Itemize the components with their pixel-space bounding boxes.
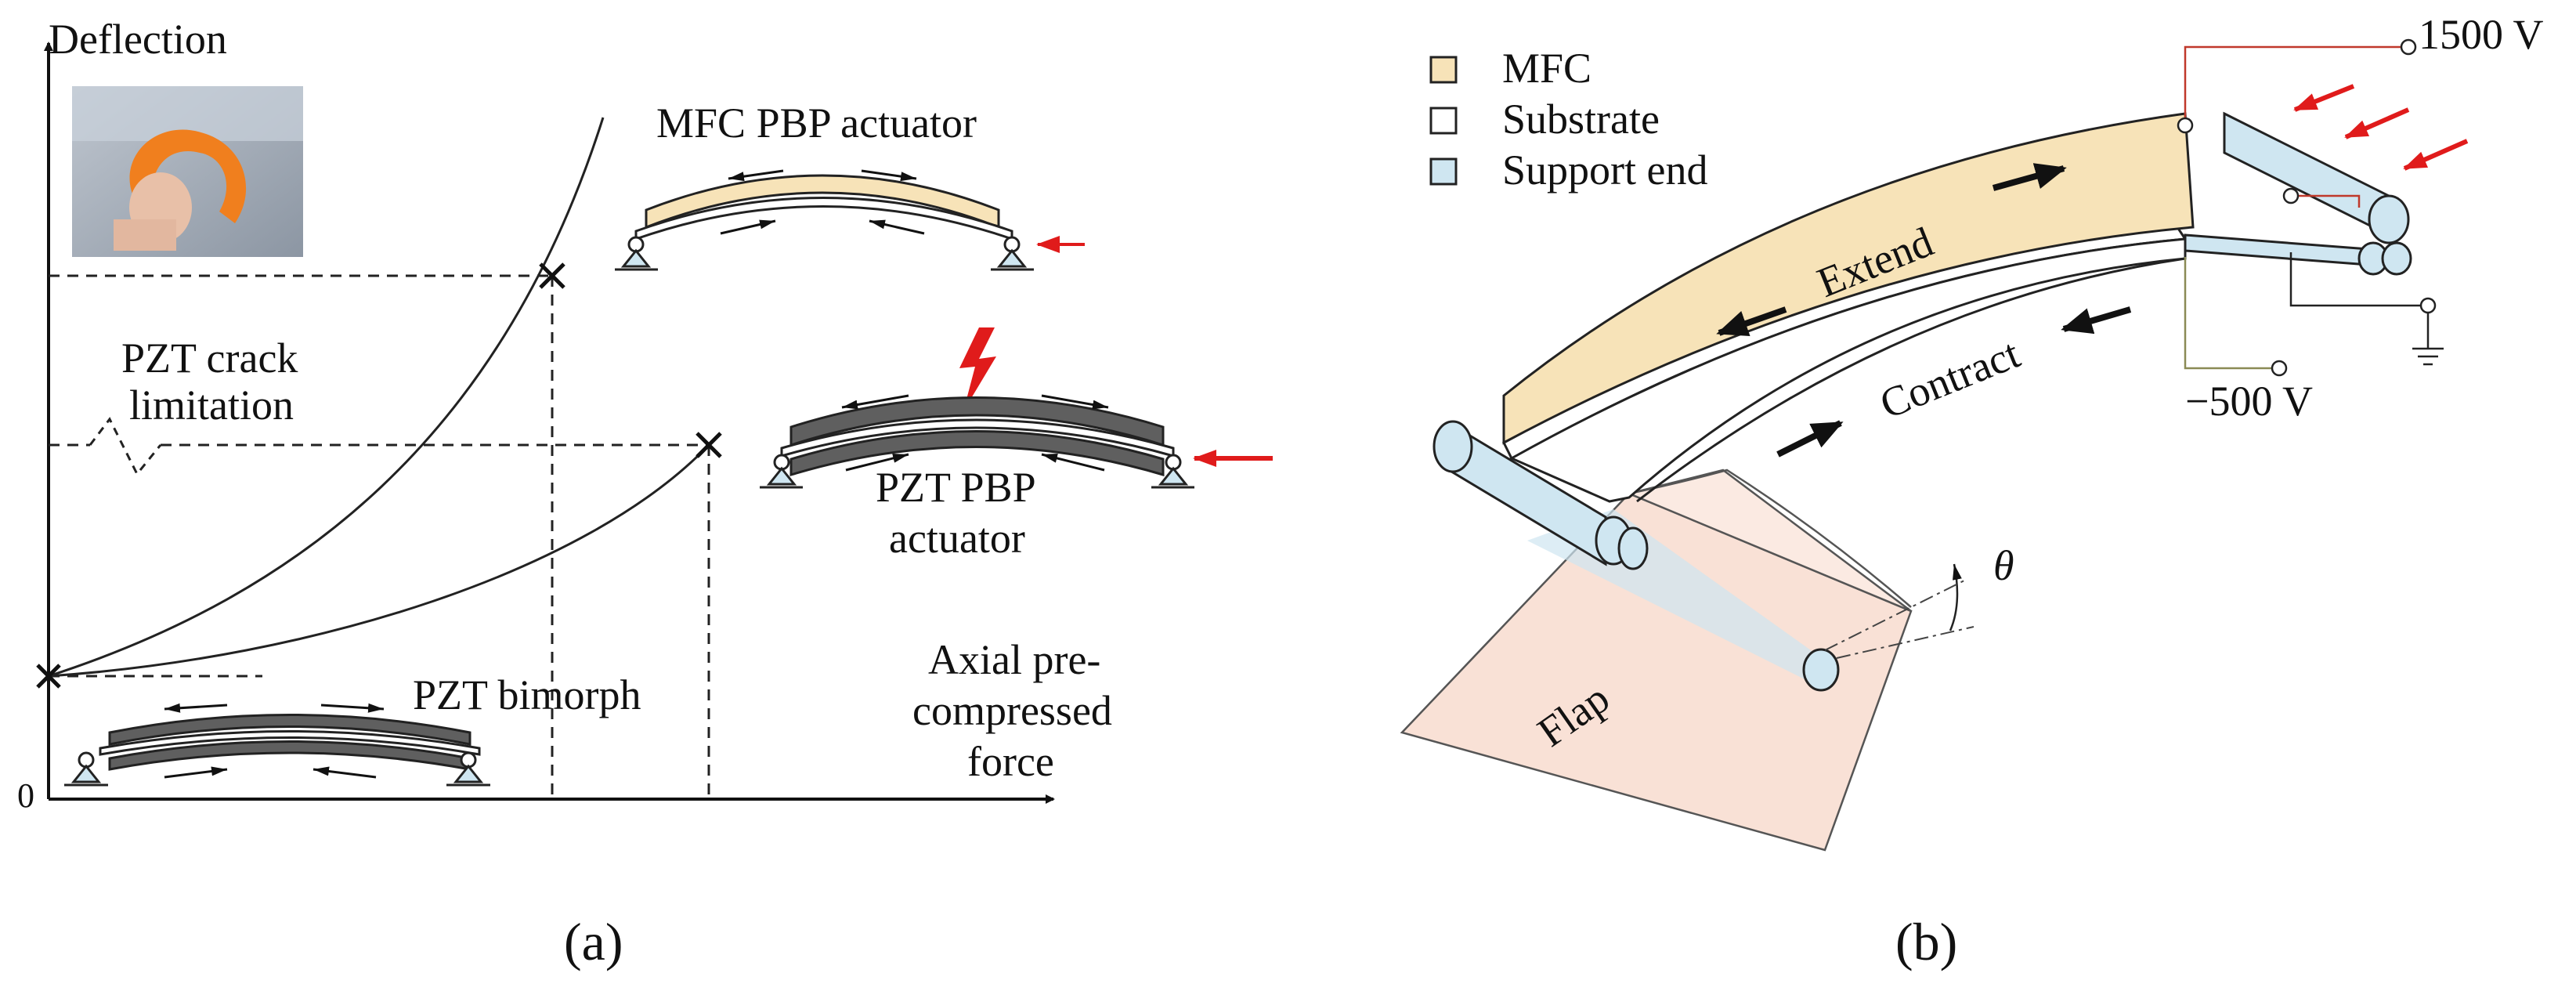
wiring bbox=[2184, 45, 2444, 370]
legend-swatch-support-end bbox=[1429, 157, 1458, 186]
panel-a: Deflection 0 MFC PB bbox=[17, 16, 1273, 971]
legend-label-support-end: Support end bbox=[1502, 147, 1708, 194]
pzt-pbp-label-line1: PZT PBP bbox=[876, 464, 1036, 511]
mfc-pbp-actuator bbox=[615, 169, 1085, 271]
panel-b: MFC Substrate Support end Flap θ bbox=[1400, 11, 2544, 971]
x-axis-label-line2: compressed bbox=[912, 687, 1112, 734]
contract-arrow-right bbox=[2061, 306, 2132, 335]
angle-label: θ bbox=[1993, 542, 2014, 589]
terminals bbox=[2177, 38, 2437, 377]
extend-arrow-right bbox=[1992, 163, 2067, 191]
mfc-product-photo bbox=[72, 86, 303, 257]
legend: MFC Substrate Support end bbox=[1429, 45, 1708, 194]
extend-arrow-left bbox=[1716, 306, 1787, 337]
x-axis-label-line3: force bbox=[967, 738, 1054, 785]
legend-label-substrate: Substrate bbox=[1502, 96, 1660, 143]
pzt-pbp-curve bbox=[48, 443, 710, 678]
x-axis-label-line1: Axial pre- bbox=[928, 636, 1100, 683]
crack-break-symbol bbox=[89, 417, 162, 476]
left-support bbox=[1433, 420, 1649, 570]
x-markers bbox=[36, 262, 722, 689]
voltage-high-label: 1500 V bbox=[2419, 11, 2544, 58]
guide-lines bbox=[49, 274, 710, 799]
bimorph-label: PZT bimorph bbox=[413, 671, 641, 718]
mfc-pbp-curve bbox=[48, 117, 605, 678]
mfc-pbp-label: MFC PBP actuator bbox=[656, 99, 977, 147]
legend-swatch-mfc bbox=[1429, 56, 1458, 84]
pzt-bimorph bbox=[64, 703, 490, 787]
voltage-low-label: −500 V bbox=[2185, 378, 2313, 425]
crack-label-line1: PZT crack bbox=[121, 335, 298, 382]
origin-label: 0 bbox=[17, 776, 34, 815]
contract-arrow-left bbox=[1776, 420, 1844, 458]
legend-label-mfc: MFC bbox=[1502, 45, 1591, 92]
caption-a: (a) bbox=[564, 912, 623, 971]
flap-pivot-rod bbox=[1802, 563, 1974, 692]
caption-b: (b) bbox=[1895, 912, 1957, 971]
pzt-pbp-label-line2: actuator bbox=[889, 515, 1025, 562]
force-arrows bbox=[2293, 84, 2469, 171]
lightning-icon bbox=[959, 327, 996, 411]
pzt-pbp-actuator bbox=[760, 327, 1273, 489]
right-support bbox=[2184, 111, 2412, 276]
y-axis-label: Deflection bbox=[49, 16, 227, 63]
legend-swatch-substrate bbox=[1429, 107, 1458, 135]
crack-label-line2: limitation bbox=[129, 382, 294, 429]
